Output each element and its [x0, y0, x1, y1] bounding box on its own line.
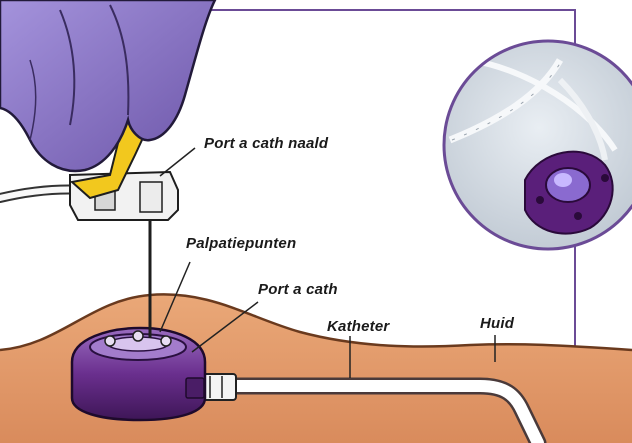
port-outlet	[186, 378, 204, 398]
label-needle: Port a cath naald	[204, 135, 328, 152]
label-palpation: Palpatiepunten	[186, 235, 296, 252]
label-catheter: Katheter	[327, 318, 389, 335]
inset-port-highlight	[554, 173, 572, 187]
label-port: Port a cath	[258, 281, 338, 298]
palpation-point	[133, 331, 143, 341]
inset-port-hole	[574, 212, 582, 220]
gloved-hand	[0, 0, 215, 171]
palpation-point	[161, 336, 171, 346]
palpation-point	[105, 336, 115, 346]
inset-port-hole	[536, 196, 544, 204]
leader-needle	[160, 148, 195, 176]
inset-port-hole	[601, 174, 609, 182]
needle-housing-segment	[140, 182, 162, 212]
inset-photo	[440, 40, 632, 260]
label-skin: Huid	[480, 315, 514, 332]
